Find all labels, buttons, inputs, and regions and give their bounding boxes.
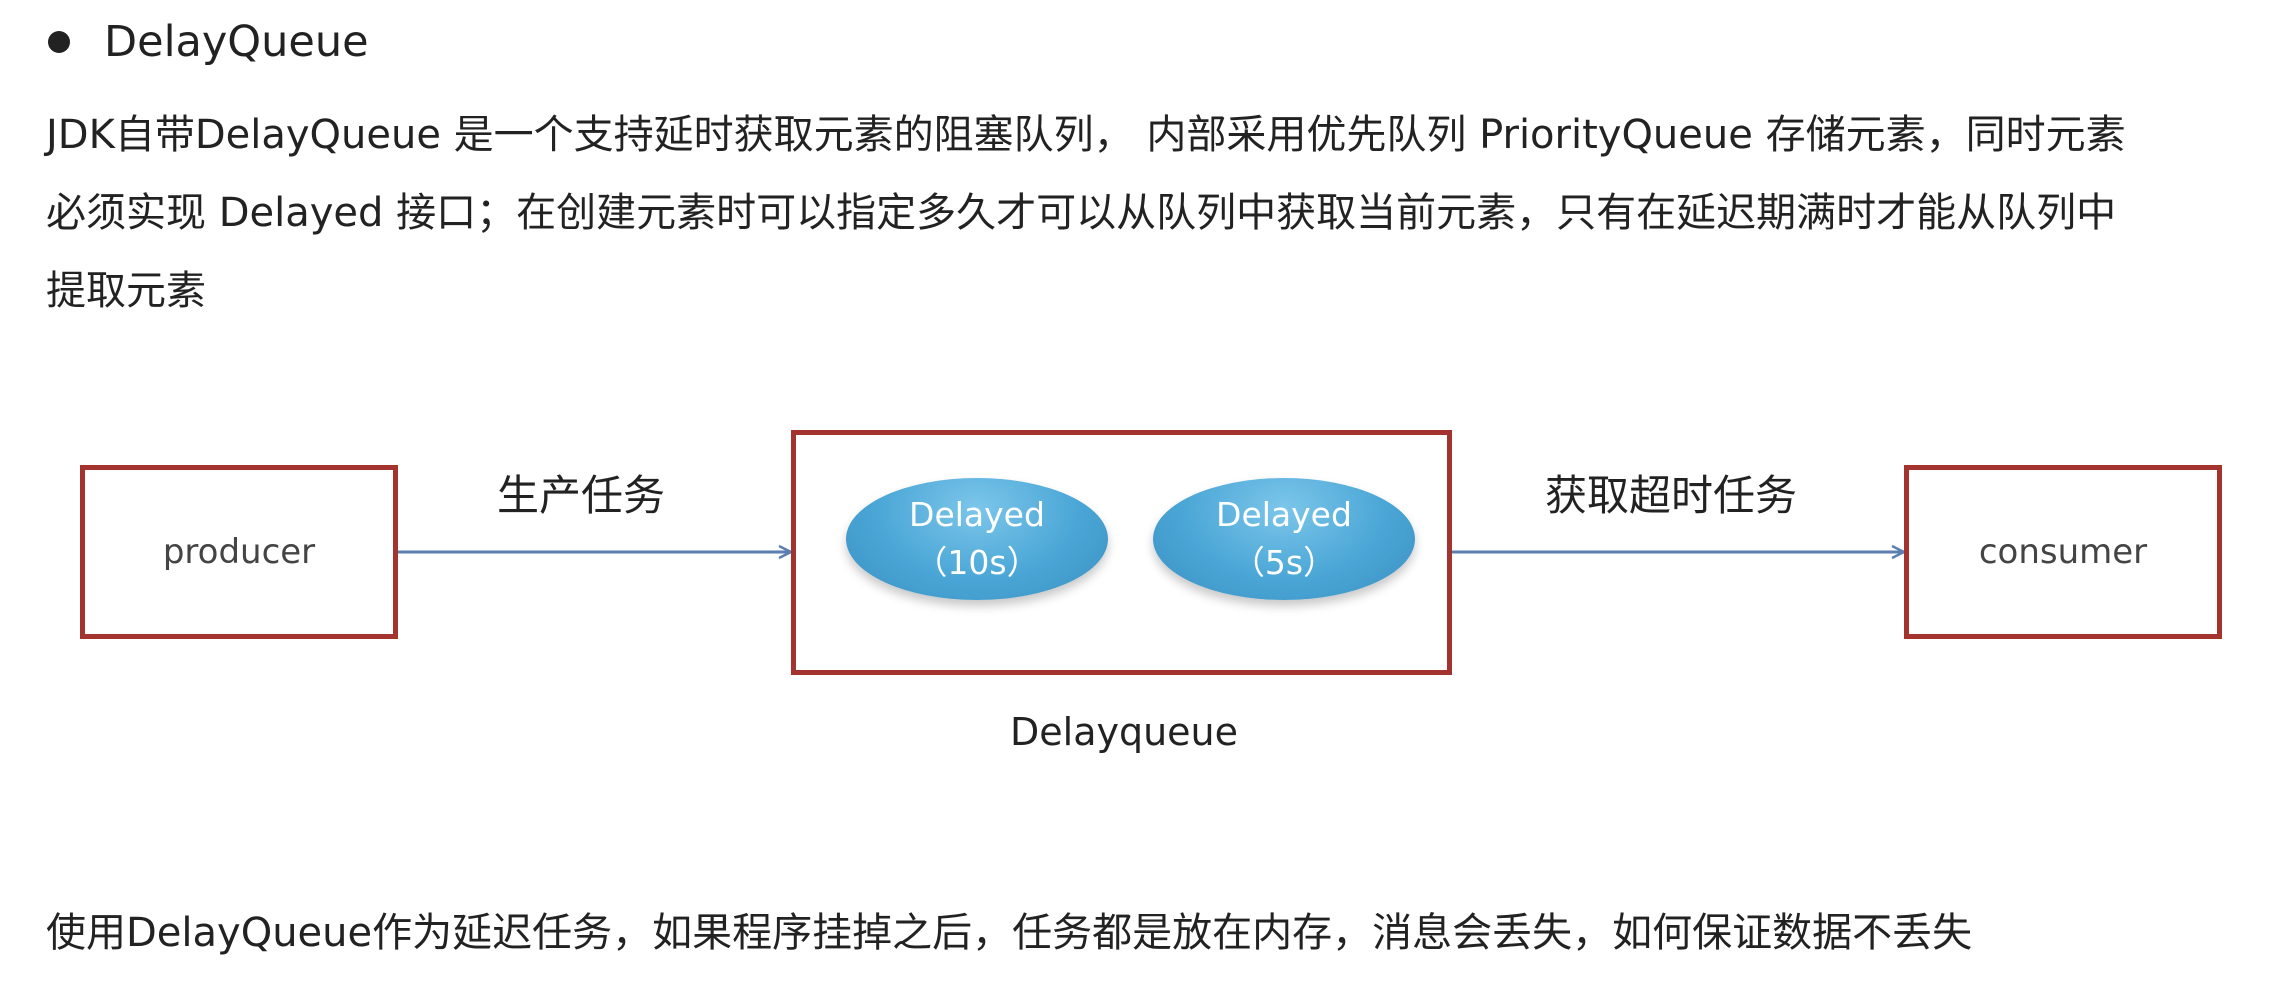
delayed-item: Delayed （10s） [846,478,1108,600]
consumer-label: consumer [1978,532,2148,572]
paragraph-line: 必须实现 Delayed 接口；在创建元素时可以指定多久才可以从队列中获取当前元… [46,190,2117,236]
delayed-item-delay: （5s） [1231,543,1337,582]
paragraph-line: 提取元素 [46,268,206,314]
bullet-icon [48,31,70,53]
queue-caption: Delayqueue [1010,710,1239,754]
edge-label-fetch: 获取超时任务 [1545,471,1798,520]
delayed-item-name: Delayed [1216,495,1352,534]
section-heading: DelayQueue [48,10,369,74]
producer-box: producer [80,465,398,639]
edge-label-produce: 生产任务 [497,471,666,520]
section-title: DelayQueue [104,17,369,67]
delayed-item: Delayed （5s） [1153,478,1415,600]
consumer-box: consumer [1904,465,2222,639]
delayed-item-name: Delayed [909,495,1045,534]
footer-question: 使用DelayQueue作为延迟任务，如果程序挂掉之后，任务都是放在内存，消息会… [46,910,1973,956]
delayed-item-delay: （10s） [914,543,1040,582]
producer-label: producer [162,532,316,572]
description-paragraph: JDK自带DelayQueue 是一个支持延时获取元素的阻塞队列， 内部采用优先… [46,96,2266,330]
paragraph-line: JDK自带DelayQueue 是一个支持延时获取元素的阻塞队列， 内部采用优先… [46,112,2126,158]
